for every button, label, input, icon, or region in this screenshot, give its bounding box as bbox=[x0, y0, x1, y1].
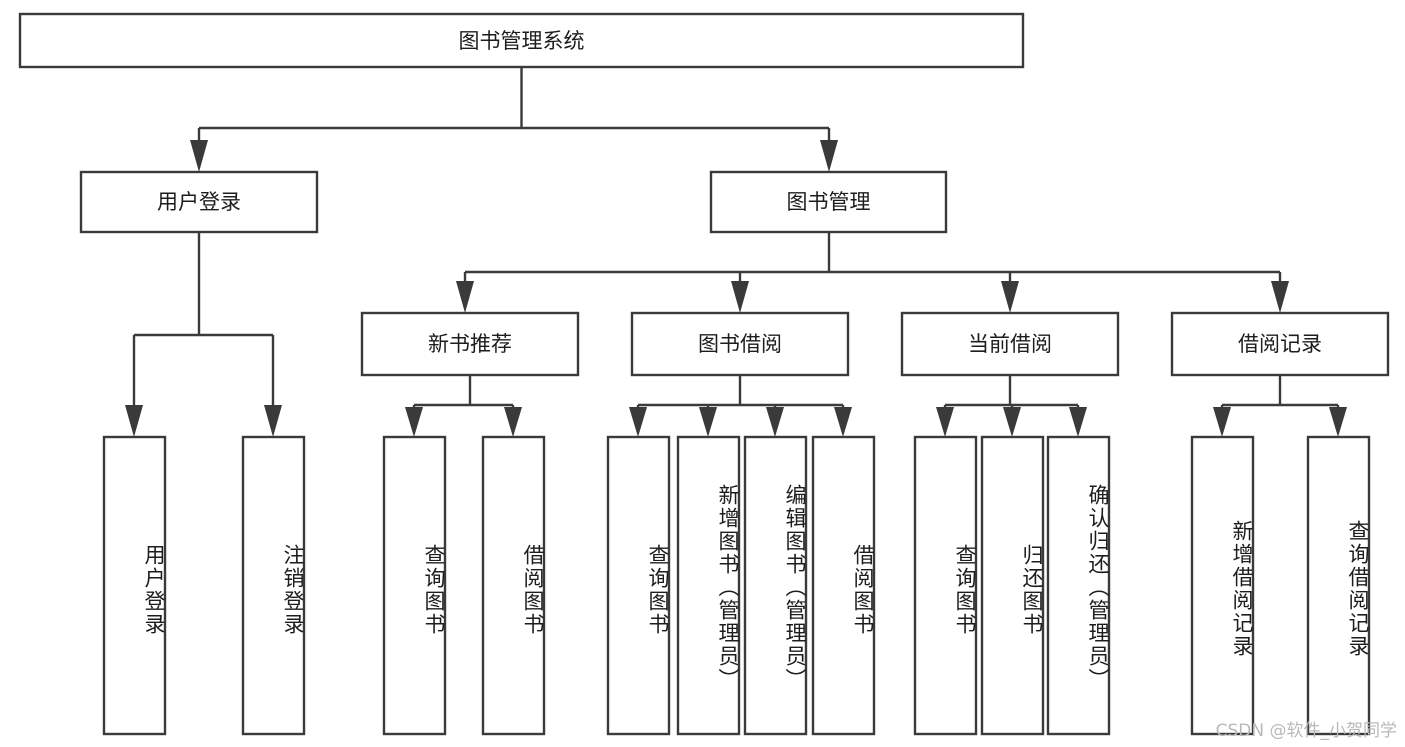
node-box-user-login[interactable] bbox=[79, 170, 319, 234]
arrow-head-leaf-user-login-2 bbox=[264, 405, 282, 437]
arrow-head-leaf-borrow-record-2 bbox=[1329, 407, 1347, 437]
arrow-head-leaf-current-borrow-1 bbox=[936, 407, 954, 437]
node-box-leaf-book-borrow-2[interactable] bbox=[676, 435, 741, 736]
connector-group-user-login bbox=[125, 232, 282, 437]
node-box-leaf-new-book-1[interactable] bbox=[382, 435, 447, 736]
arrow-head-leaf-user-login-1 bbox=[125, 405, 143, 437]
node-label-new-book-recommend: 新书推荐 bbox=[428, 332, 512, 356]
node-label-borrow-record: 借阅记录 bbox=[1238, 332, 1322, 356]
connector-group-borrow-record bbox=[1213, 375, 1347, 437]
connector-group-book-borrow bbox=[629, 375, 852, 437]
node-box-leaf-book-borrow-4[interactable] bbox=[811, 435, 876, 736]
node-label-book-management: 图书管理 bbox=[787, 190, 871, 214]
node-box-leaf-book-borrow-3[interactable] bbox=[743, 435, 808, 736]
node-box-leaf-book-borrow-1[interactable] bbox=[606, 435, 671, 736]
arrow-head-user-login bbox=[190, 140, 208, 172]
arrow-head-book-mgmt bbox=[820, 140, 838, 172]
node-label-book-borrow: 图书借阅 bbox=[698, 332, 782, 356]
connector-group-new-book bbox=[405, 375, 522, 437]
node-box-leaf-borrow-record-2[interactable] bbox=[1306, 435, 1371, 736]
arrow-head-leaf-book-borrow-3 bbox=[766, 407, 784, 437]
node-label-current-borrow: 当前借阅 bbox=[968, 332, 1052, 356]
arrow-head-leaf-book-borrow-4 bbox=[834, 407, 852, 437]
connector-group-root bbox=[190, 67, 838, 172]
node-box-current-borrow[interactable] bbox=[900, 311, 1120, 377]
node-box-root[interactable] bbox=[18, 12, 1025, 69]
node-box-leaf-borrow-record-1[interactable] bbox=[1190, 435, 1255, 736]
node-box-book-management[interactable] bbox=[709, 170, 948, 234]
node-box-leaf-new-book-2[interactable] bbox=[481, 435, 546, 736]
arrow-head-l3-2 bbox=[731, 281, 749, 313]
arrow-head-leaf-new-book-1 bbox=[405, 407, 423, 437]
node-box-leaf-current-borrow-1[interactable] bbox=[913, 435, 978, 736]
node-box-book-borrow[interactable] bbox=[630, 311, 850, 377]
arrow-head-leaf-book-borrow-2 bbox=[699, 407, 717, 437]
node-box-leaf-user-login-1[interactable] bbox=[102, 435, 167, 736]
connector-group-book-mgmt bbox=[456, 232, 1289, 313]
node-box-new-book-recommend[interactable] bbox=[360, 311, 580, 377]
node-box-borrow-record[interactable] bbox=[1170, 311, 1390, 377]
node-box-leaf-user-login-2[interactable] bbox=[241, 435, 306, 736]
arrow-head-leaf-borrow-record-1 bbox=[1213, 407, 1231, 437]
node-label-root: 图书管理系统 bbox=[459, 29, 585, 53]
node-box-leaf-current-borrow-2[interactable] bbox=[980, 435, 1045, 736]
arrow-head-l3-4 bbox=[1271, 281, 1289, 313]
arrow-head-leaf-new-book-2 bbox=[504, 407, 522, 437]
connector-group-current-borrow bbox=[936, 375, 1087, 437]
arrow-head-leaf-current-borrow-3 bbox=[1069, 407, 1087, 437]
arrow-head-l3-3 bbox=[1001, 281, 1019, 313]
arrow-head-l3-1 bbox=[456, 281, 474, 313]
node-box-leaf-current-borrow-3[interactable] bbox=[1046, 435, 1111, 736]
node-label-user-login: 用户登录 bbox=[157, 190, 241, 214]
arrow-head-leaf-book-borrow-1 bbox=[629, 407, 647, 437]
arrow-head-leaf-current-borrow-2 bbox=[1003, 407, 1021, 437]
